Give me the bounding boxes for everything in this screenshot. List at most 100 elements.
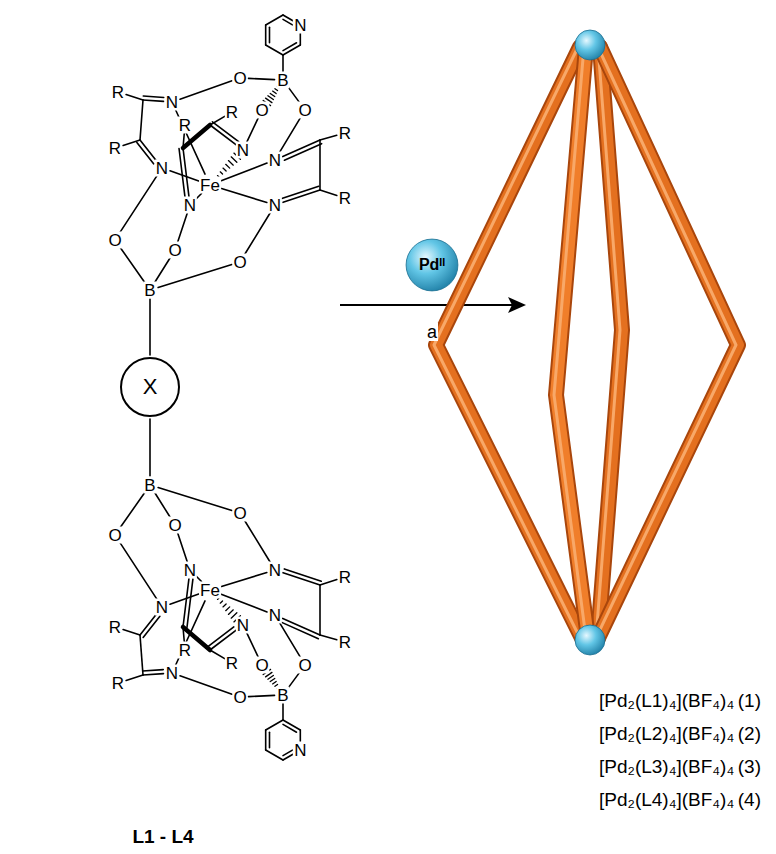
bond: [143, 100, 164, 101]
atom-label: B: [276, 72, 289, 89]
hashed-bond: [275, 89, 278, 91]
bond: [266, 45, 283, 55]
hashed-bond: [273, 91, 277, 93]
bond: [140, 100, 143, 140]
bond: [221, 189, 266, 203]
atom-label: O: [167, 517, 182, 534]
atom-label: B: [143, 282, 156, 299]
linker-label: X: [143, 376, 158, 398]
complex-formula: [Pd₂(L3)₄](BF₄)₄: [598, 757, 735, 776]
atom-label: O: [107, 527, 122, 544]
atom-label: O: [232, 70, 247, 87]
cage-highlight: [596, 47, 736, 638]
bond: [283, 19, 292, 24]
bond: [143, 96, 164, 97]
bond: [282, 186, 319, 198]
bond: [248, 695, 274, 696]
bond: [176, 601, 205, 665]
bond: [244, 520, 270, 563]
bond: [319, 140, 321, 190]
bond: [283, 43, 297, 51]
bond: [212, 122, 238, 142]
hashed-bond: [270, 678, 275, 681]
bond: [221, 594, 267, 612]
complex-formula: [Pd₂(L4)₄](BF₄)₄: [598, 790, 735, 809]
atom-label: B: [143, 477, 156, 494]
atom-label: O: [254, 102, 269, 119]
atom-label: R: [225, 655, 239, 672]
hashed-bond: [228, 161, 233, 166]
bond: [143, 616, 160, 637]
bond: [300, 730, 302, 742]
atom-label: R: [111, 84, 125, 101]
bond: [320, 580, 337, 585]
hashed-bond: [228, 610, 233, 615]
bond: [123, 630, 140, 635]
bond: [170, 171, 199, 181]
hashed-bond: [220, 172, 222, 174]
bond: [179, 148, 185, 197]
bond: [320, 190, 337, 195]
compound-number: (2): [737, 724, 762, 743]
atom-label: Fe: [199, 582, 221, 599]
bond: [319, 585, 321, 635]
bond: [247, 118, 259, 143]
bond: [269, 27, 271, 43]
bond: [158, 265, 232, 288]
bond: [283, 140, 320, 157]
bond: [282, 704, 284, 721]
atom-label: O: [167, 242, 182, 259]
bond: [149, 299, 151, 355]
bond: [265, 25, 267, 45]
bond: [180, 81, 232, 99]
sphere-fill: [406, 239, 458, 291]
pd-sphere: [575, 625, 605, 655]
bond: [248, 78, 274, 79]
atom-label: N: [236, 142, 250, 159]
hashed-bond: [223, 168, 226, 171]
hashed-bond: [220, 601, 222, 603]
bond: [180, 676, 232, 694]
atom-label: N: [268, 562, 282, 579]
cage-highlight: [554, 47, 586, 638]
pd-sphere: [575, 30, 605, 60]
arrow-head: [508, 297, 526, 313]
compound-number: (1): [737, 691, 762, 710]
bond: [283, 750, 292, 755]
cage-rod: [556, 47, 588, 638]
bond: [244, 212, 270, 255]
metal-label: Pdᴵᴵ: [419, 257, 445, 273]
bond: [266, 15, 283, 25]
bond: [120, 175, 158, 233]
compound-number: (4): [737, 790, 762, 809]
atom-label: R: [108, 140, 122, 157]
bond: [279, 117, 300, 152]
atom-label: N: [268, 152, 282, 169]
reaction-arrow: [340, 304, 512, 306]
atom-label: N: [268, 607, 282, 624]
bond: [279, 622, 300, 657]
ligand-label: L1 - L4: [131, 827, 194, 846]
bond: [155, 257, 171, 283]
bond: [320, 635, 337, 640]
bond: [221, 573, 266, 587]
atom-label: N: [293, 742, 307, 759]
bond: [283, 618, 320, 635]
atom-label: N: [155, 599, 169, 616]
atom-label: O: [107, 232, 122, 249]
bond: [126, 95, 143, 100]
bond: [126, 675, 143, 680]
bond: [320, 135, 337, 140]
atom-label: O: [232, 689, 247, 706]
hashed-bond: [226, 164, 230, 168]
cage-rod: [598, 47, 738, 638]
cage-highlight: [596, 47, 620, 638]
cage: [434, 30, 738, 655]
atom-label: Fe: [199, 177, 221, 194]
bond: [210, 116, 225, 125]
hashed-bond: [270, 93, 275, 96]
complex-formula: [Pd₂(L1)₄](BF₄)₄: [598, 691, 735, 710]
atom-label: O: [232, 254, 247, 271]
atom-label: R: [178, 642, 192, 659]
